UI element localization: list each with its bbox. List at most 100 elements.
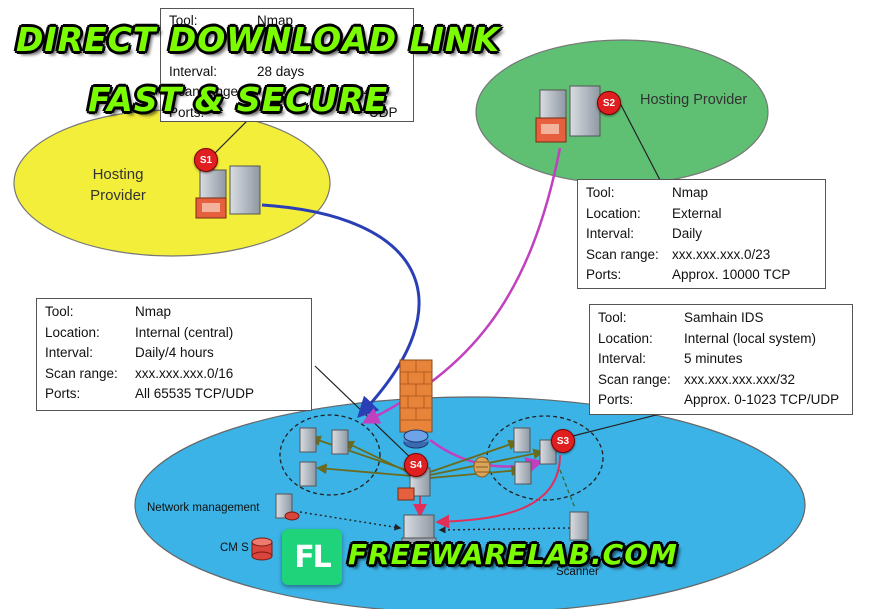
row-value: Nmap bbox=[135, 304, 172, 319]
top-box-row: Scan range:0/24 bbox=[169, 82, 405, 103]
cms-database-icon bbox=[251, 537, 273, 561]
s2-box-row: Location: External bbox=[586, 204, 817, 225]
s4-box-row: Tool: Nmap bbox=[45, 302, 303, 323]
row-key: Tool: bbox=[586, 185, 615, 200]
s4-info-box: Tool: Nmap Location: Internal (central) In… bbox=[36, 298, 312, 411]
left-provider-label-line2: Provider bbox=[90, 187, 146, 204]
row-key: Interval: bbox=[45, 345, 94, 360]
row-value: 5 minutes bbox=[684, 351, 743, 366]
row-key: Interval: bbox=[586, 226, 635, 241]
freewarelab-logo: FL bbox=[282, 529, 342, 585]
s1-scan-link bbox=[261, 203, 421, 419]
row-key: Scan range: bbox=[45, 365, 118, 381]
network-management-server bbox=[275, 493, 300, 521]
s4-server-icon bbox=[397, 467, 431, 501]
row-value: Internal (central) bbox=[135, 324, 234, 340]
row-key: Ports: bbox=[45, 386, 81, 401]
central-management-server bbox=[401, 514, 437, 547]
left-provider-label: Hosting Provider bbox=[78, 164, 158, 206]
row-value: Approx. 0-1023 TCP/UDP bbox=[684, 392, 840, 407]
s3-info-box: Tool: Samhain IDS Location:Internal (loca… bbox=[589, 304, 853, 415]
green-hosting-zone bbox=[475, 39, 769, 185]
s4-box-row: Ports: All 65535 TCP/UDP bbox=[45, 384, 303, 405]
mgmt-dotted-link bbox=[299, 511, 402, 531]
row-key: Tool: bbox=[598, 310, 627, 325]
s3-box-row: Location:Internal (local system) bbox=[598, 329, 844, 350]
row-value: UDP bbox=[369, 104, 398, 120]
right-scan-group bbox=[486, 415, 604, 501]
switch-icon bbox=[473, 456, 491, 478]
row-key: Interval: bbox=[169, 63, 218, 79]
row-key: Location: bbox=[45, 324, 100, 340]
row-value: xxx.xxx.xxx.0/16 bbox=[135, 365, 234, 381]
left-provider-label-line1: Hosting bbox=[92, 166, 144, 183]
row-value: xxx.xxx.xxx.xxx/32 bbox=[684, 371, 796, 387]
banner-direct-download: DIRECT DOWNLOAD LINK bbox=[16, 20, 501, 59]
scanner-dotted-link bbox=[438, 526, 571, 534]
row-key: Tool: bbox=[169, 13, 198, 28]
s4-box-row: Interval: Daily/4 hours bbox=[45, 343, 303, 364]
s3-local-link bbox=[435, 454, 561, 529]
row-value: Daily bbox=[672, 226, 703, 241]
yellow-hosting-zone bbox=[13, 109, 331, 257]
row-value: 28 days bbox=[257, 63, 305, 79]
s2-info-box: Tool: Nmap Location: External Interval: Dai… bbox=[577, 179, 826, 289]
row-value: External bbox=[672, 205, 722, 221]
row-value: Samhain IDS bbox=[684, 310, 764, 325]
s2-server-icon bbox=[535, 85, 601, 143]
row-value: Internal (local system) bbox=[684, 330, 817, 346]
top-box-row: Tool: Nmap bbox=[169, 11, 405, 32]
row-key: Scan range: bbox=[586, 246, 659, 262]
badge-s1: S1 bbox=[194, 148, 218, 172]
row-value: All 65535 TCP/UDP bbox=[135, 386, 255, 401]
s2-box-row: Scan range: xxx.xxx.xxx.0/23 bbox=[586, 245, 817, 266]
badge-s3: S3 bbox=[551, 429, 575, 453]
callout-line-s2 bbox=[619, 102, 661, 181]
s2-box-row: Tool: Nmap bbox=[586, 183, 817, 204]
logo-text: FL bbox=[294, 539, 332, 575]
scanner-label: Scanner bbox=[556, 566, 599, 578]
router-icon bbox=[403, 429, 429, 449]
right-provider-label: Hosting Provider bbox=[640, 92, 748, 108]
row-key: Tool: bbox=[45, 304, 74, 319]
row-key: Ports: bbox=[586, 267, 622, 282]
row-value: Nmap bbox=[672, 185, 709, 200]
row-key: Ports: bbox=[169, 104, 205, 120]
top-info-box: Tool: Nmap Interval: 28 days Scan range:0/… bbox=[160, 8, 414, 122]
badge-s4: S4 bbox=[404, 453, 428, 477]
left-scan-group bbox=[279, 414, 381, 496]
row-key: Scan range: bbox=[169, 84, 242, 99]
row-value: Daily/4 hours bbox=[135, 345, 214, 360]
network-management-label: Network management bbox=[147, 502, 260, 514]
s3-box-row: Ports: Approx. 0-1023 TCP/UDP bbox=[598, 390, 844, 411]
s2-scan-link bbox=[361, 147, 562, 424]
row-key: Scan range: bbox=[598, 371, 671, 387]
row-key: Ports: bbox=[598, 392, 634, 407]
row-key: Location: bbox=[586, 205, 641, 221]
s4-box-row: Scan range: xxx.xxx.xxx.0/16 bbox=[45, 364, 303, 385]
firewall-icon bbox=[399, 359, 433, 433]
row-value: Nmap bbox=[257, 13, 294, 28]
banner-site-name: FREEWARELAB.COM bbox=[348, 538, 678, 571]
right-group-servers bbox=[513, 427, 557, 485]
s2-box-row: Interval: Daily bbox=[586, 224, 817, 245]
scanner-server-icon bbox=[569, 511, 589, 541]
row-value: xxx.xxx.xxx.0/23 bbox=[672, 246, 771, 262]
callout-line-s3 bbox=[564, 413, 661, 439]
s4-box-row: Location: Internal (central) bbox=[45, 323, 303, 344]
left-group-servers bbox=[299, 427, 349, 487]
s3-box-row: Tool: Samhain IDS bbox=[598, 308, 844, 329]
s3-box-row: Interval: 5 minutes bbox=[598, 349, 844, 370]
cms-label: CM S bbox=[220, 542, 249, 554]
row-value: Approx. 10000 TCP bbox=[672, 267, 791, 282]
row-key: Interval: bbox=[598, 351, 647, 366]
s2-box-row: Ports: Approx. 10000 TCP bbox=[586, 265, 817, 286]
top-box-row: Interval: 28 days bbox=[169, 62, 405, 83]
banner-fast-secure: FAST & SECURE bbox=[88, 80, 389, 119]
s1-server-icon bbox=[195, 165, 261, 219]
callout-line-top bbox=[209, 117, 251, 159]
s3-box-row: Scan range: xxx.xxx.xxx.xxx/32 bbox=[598, 370, 844, 391]
top-box-row: Ports: UDP bbox=[169, 103, 405, 124]
